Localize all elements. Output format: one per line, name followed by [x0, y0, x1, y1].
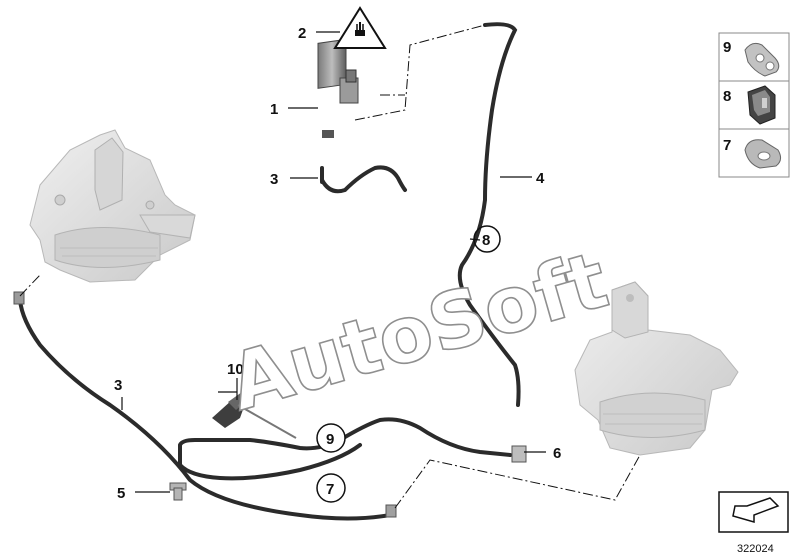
leader-lines — [121, 31, 546, 493]
circled-8-marker: 8 — [473, 225, 501, 253]
vacuum-hose-vertical — [457, 22, 521, 407]
callout-1: 1 — [270, 101, 278, 118]
electrovalve-1 — [317, 38, 359, 138]
watermark-text: AutoSoft — [220, 235, 618, 428]
callout-2: 2 — [298, 25, 306, 42]
legend-number: 8 — [723, 88, 731, 105]
hose-connector-left — [13, 291, 25, 305]
legend-item-8: 8 — [723, 85, 776, 125]
callout-10: 10 — [227, 361, 244, 378]
vacuum-hose-long — [18, 298, 392, 521]
legend-item-9: 9 — [723, 39, 780, 77]
hose-clip-icon — [744, 42, 780, 77]
t-piece-5 — [169, 482, 187, 501]
circled-9-label: 9 — [326, 431, 334, 448]
vacuum-hose-middle — [178, 417, 512, 481]
callout-3-top: 3 — [270, 171, 278, 188]
callout-4: 4 — [536, 170, 545, 187]
parts-legend: 9 8 7 — [718, 32, 790, 178]
legend-number: 7 — [723, 137, 731, 154]
diagram-reference-number: 322024 — [737, 543, 774, 555]
legend-item-7: 7 — [723, 137, 782, 169]
circled-7-marker: 7 — [316, 473, 346, 503]
callout-5: 5 — [117, 485, 125, 502]
circled-7-label: 7 — [326, 481, 334, 498]
hose-clamp-icon — [744, 139, 782, 169]
callout-3-left: 3 — [114, 377, 122, 394]
circled-8-label: 8 — [482, 232, 490, 249]
electrical-warning-icon — [333, 6, 387, 49]
routing-lines — [19, 24, 641, 509]
vacuum-sensor-10 — [212, 392, 297, 439]
diagram-link-button[interactable] — [718, 491, 789, 533]
holder-clip-icon — [747, 85, 776, 125]
arrow-down-left-icon — [732, 497, 780, 523]
engine-mount-left — [29, 129, 196, 283]
connector-6 — [511, 445, 527, 463]
circled-9-marker: 9 — [316, 423, 346, 453]
engine-mount-right — [574, 281, 739, 456]
hose-end-bottom — [385, 504, 397, 518]
callout-6: 6 — [553, 445, 561, 462]
legend-number: 9 — [723, 39, 731, 56]
vacuum-hose-top — [320, 165, 407, 194]
